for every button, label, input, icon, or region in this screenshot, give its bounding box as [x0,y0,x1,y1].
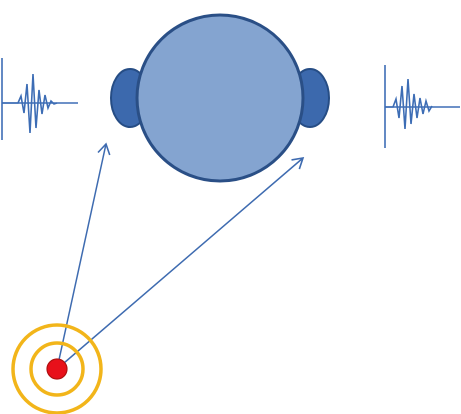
left-waveform-signal [2,73,58,134]
left-waveform [1,58,78,140]
right-waveform [384,65,460,148]
sound-ripples [11,323,103,414]
arrow-to-right-ear [56,156,305,370]
sound-source [46,358,68,380]
arrow-to-left-ear [56,142,111,370]
middle-ripple [29,341,85,397]
head [135,13,305,183]
outer-ripple [11,323,103,414]
right-waveform-signal [385,78,433,130]
